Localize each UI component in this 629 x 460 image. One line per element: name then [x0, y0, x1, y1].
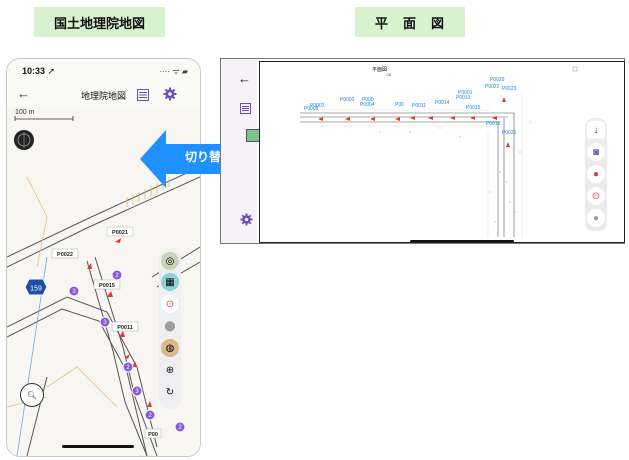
plan-toolbar: ↓ ◙ ● ⊙ ●	[585, 118, 607, 231]
point-label: P0022	[57, 252, 73, 258]
label-gsi-map: 国土地理院地図	[34, 7, 165, 37]
map-toolbar: ◎ ▦ ⊙ ⬤ ◍ ⊕ ↻	[159, 249, 181, 409]
marker-count: 2	[148, 413, 152, 419]
gear-icon[interactable]	[163, 87, 177, 106]
add-pin-icon[interactable]: ⊙	[587, 187, 605, 205]
marker-count: 3	[103, 320, 107, 326]
gear-icon[interactable]	[240, 213, 253, 231]
status-time: 10:33 ➚	[22, 66, 56, 76]
scale-label: 100 m	[15, 109, 35, 116]
plan-point-label: P000	[362, 97, 374, 103]
gray-pin-icon[interactable]: ●	[587, 209, 605, 227]
back-arrow-icon[interactable]: ←	[238, 71, 251, 86]
plan-point-label: P0013	[456, 95, 471, 101]
status-bar: 10:33 ➚ ···· ᯤ ▰	[7, 59, 200, 83]
marker-count: 2	[126, 365, 130, 371]
route-number: 159	[30, 286, 42, 293]
plan-point-label: P0015	[466, 105, 481, 111]
plan-point-label: P00	[395, 102, 404, 108]
refresh-icon[interactable]: ↻	[165, 386, 175, 398]
camera-icon[interactable]: ◙	[587, 143, 605, 161]
location-pin-icon[interactable]: ●	[587, 165, 605, 183]
route-shield-icon	[24, 278, 48, 296]
plan-point-label: P0002	[310, 103, 325, 109]
point-label: P0015	[99, 283, 115, 289]
marker-count: 3	[135, 389, 139, 395]
plan-title: 平面図	[372, 67, 387, 73]
add-pin-icon[interactable]: ⊙	[161, 295, 179, 313]
plan-point-label: P0014	[435, 100, 450, 106]
compass-icon	[14, 130, 34, 150]
layer-icon[interactable]: ◎	[161, 252, 179, 270]
point-label: P00	[148, 432, 158, 438]
map-image-icon[interactable]: ▦	[161, 273, 179, 291]
tablet-sidebar: ←	[221, 59, 260, 243]
plan-point-label: P0018	[486, 121, 501, 127]
current-location-icon[interactable]: ⊕	[165, 364, 175, 376]
point-label: P0011	[117, 325, 133, 331]
tablet-screen: ← 平面図 1/8	[220, 58, 625, 244]
location-pin-icon[interactable]: ⬤	[164, 320, 176, 332]
download-arrow-icon[interactable]: ↓	[587, 121, 605, 139]
plan-point-label: P0022	[485, 84, 500, 90]
home-indicator	[410, 240, 514, 242]
plan-point-label: P0005	[304, 106, 319, 112]
marker-count: 3	[72, 289, 76, 295]
status-icons: ···· ᯤ ▰	[159, 67, 188, 76]
home-indicator	[62, 445, 134, 448]
map-image-icon[interactable]	[246, 129, 260, 142]
back-arrow-icon[interactable]: ←	[17, 86, 30, 101]
plan-point-label: P0023	[502, 86, 517, 92]
plan-drawing[interactable]: 平面図 1/8	[259, 61, 625, 243]
point-label: P0021	[112, 230, 128, 236]
marker-count: 2	[115, 273, 119, 279]
plan-scale: 1/8	[386, 73, 391, 77]
photo-icon[interactable]: ◍	[161, 339, 179, 357]
plan-point-label: P0011	[412, 103, 426, 109]
list-icon[interactable]	[137, 88, 149, 106]
search-button[interactable]: 🔍︎	[20, 383, 44, 407]
label-plan-view: 平 面 図	[355, 7, 465, 37]
navigation-bar: ← 地理院地図	[7, 83, 200, 108]
phone-screen: 10:33 ➚ ···· ᯤ ▰ ← 地理院地図	[6, 58, 201, 457]
list-icon[interactable]	[240, 101, 251, 119]
marker-count: 2	[178, 425, 182, 431]
plan-point-label: P0020	[490, 77, 505, 83]
plan-point-label: P0021	[502, 130, 517, 136]
plan-point-label: P0001	[458, 90, 473, 96]
plan-point-label: P0003	[340, 97, 355, 103]
page-title: 地理院地図	[80, 91, 126, 101]
search-icon: 🔍︎	[26, 390, 38, 400]
plan-point-label: P0004	[360, 102, 375, 108]
